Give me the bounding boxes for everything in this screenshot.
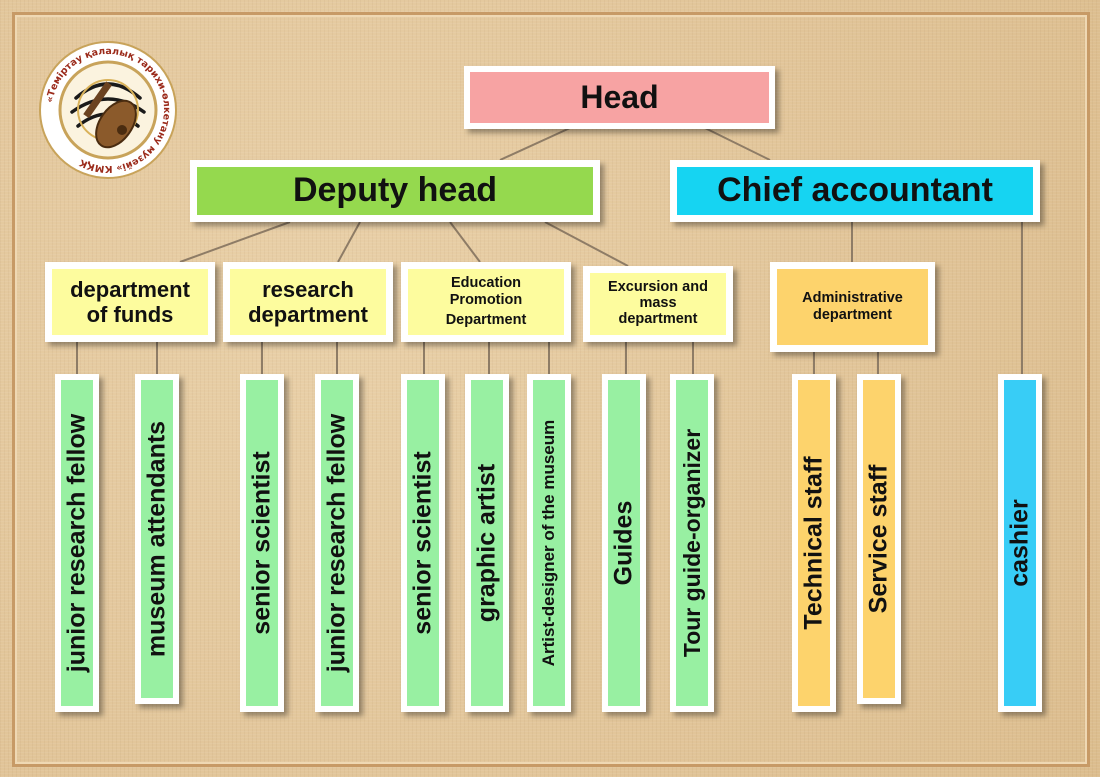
- staff-tour-guide-organizer: Tour guide-organizer: [670, 374, 714, 712]
- staff-label: Service staff: [864, 464, 893, 614]
- museum-logo: «Теміртау қалалық тарихи-өлкетану музейі…: [38, 40, 178, 180]
- staff-guides: Guides: [602, 374, 646, 712]
- staff-label: Technical staff: [799, 456, 828, 630]
- research-department: research department: [223, 262, 393, 342]
- dept-label-line: research: [262, 276, 354, 302]
- education-promotion-department: Education Promotion Department: [401, 262, 571, 342]
- head-box: Head: [464, 66, 775, 129]
- staff-graphic-artist: graphic artist: [465, 374, 509, 712]
- staff-label: cashier: [1005, 499, 1034, 587]
- dept-label-line: of funds: [86, 302, 174, 327]
- chief-accountant-label: Chief accountant: [677, 167, 1033, 215]
- staff-label: Guides: [609, 500, 638, 586]
- staff-technical-staff: Technical staff: [792, 374, 836, 712]
- chief-accountant-box: Chief accountant: [670, 160, 1040, 222]
- staff-service-staff: Service staff: [857, 374, 901, 704]
- dept-label-line: Education: [450, 275, 522, 292]
- staff-senior-scientist-2: senior scientist: [401, 374, 445, 712]
- dept-label-line: mass: [639, 295, 677, 312]
- staff-junior-research-fellow-2: junior research fellow: [315, 374, 359, 712]
- border-frame: [12, 12, 1090, 767]
- dept-label-line: Excursion and: [608, 279, 708, 296]
- staff-label: senior scientist: [408, 451, 437, 635]
- staff-museum-attendants: museum attendants: [135, 374, 179, 704]
- dept-label-line: department: [248, 302, 368, 327]
- staff-label: junior research fellow: [322, 413, 351, 673]
- dept-label-line: Department: [445, 311, 527, 328]
- department-of-funds: department of funds: [45, 262, 215, 342]
- staff-senior-scientist: senior scientist: [240, 374, 284, 712]
- dept-label-line: department: [813, 307, 892, 323]
- staff-label: Tour guide-organizer: [678, 428, 705, 658]
- excursion-mass-department: Excursion and mass department: [583, 266, 733, 342]
- deputy-head-box: Deputy head: [190, 160, 600, 222]
- dept-label-line: Promotion: [449, 292, 523, 309]
- staff-label: junior research fellow: [62, 413, 91, 673]
- staff-cashier: cashier: [998, 374, 1042, 712]
- dept-label-line: department: [70, 276, 190, 302]
- staff-label: senior scientist: [247, 451, 276, 635]
- staff-label: museum attendants: [142, 420, 171, 658]
- administrative-department: Administrative department: [770, 262, 935, 352]
- staff-label: graphic artist: [472, 463, 501, 623]
- staff-artist-designer: Artist-designer of the museum: [527, 374, 571, 712]
- staff-junior-research-fellow: junior research fellow: [55, 374, 99, 712]
- deputy-head-label: Deputy head: [197, 167, 593, 215]
- head-label: Head: [470, 72, 769, 123]
- staff-label: Artist-designer of the museum: [539, 419, 559, 667]
- dept-label-line: department: [618, 310, 698, 327]
- dept-label-line: Administrative: [802, 290, 903, 307]
